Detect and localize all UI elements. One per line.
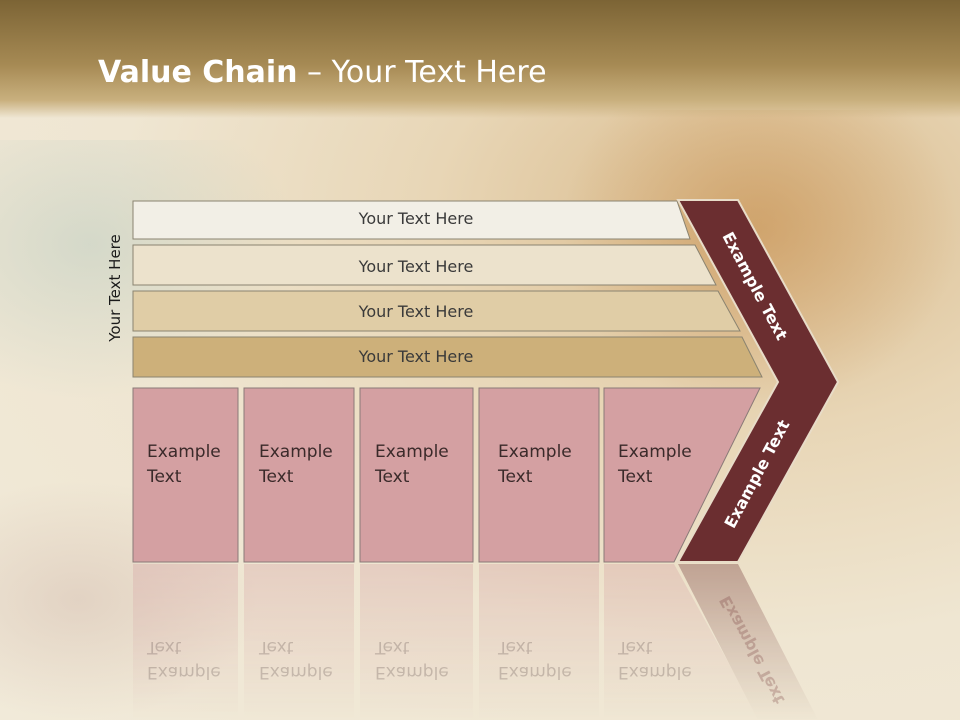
band-label-2: Your Text Here [358, 257, 474, 276]
column-reflection-1 [133, 564, 238, 720]
column-box-4 [478, 387, 600, 563]
chevron-arrow [676, 199, 840, 563]
column-reflection-label-5-line1: Example [618, 662, 692, 682]
column-reflection-label-1-line2: Text [147, 637, 182, 657]
column-label-5-line2: Text [618, 467, 653, 487]
title-bold: Value Chain [98, 55, 298, 90]
column-label-3-line1: Example [375, 442, 449, 462]
column-reflection-label-3-line1: Example [375, 662, 449, 682]
column-box-2 [243, 387, 355, 563]
column-label-4-line2: Text [498, 467, 533, 487]
column-reflection-label-1-line1: Example [147, 662, 221, 682]
page-title: Value Chain – Your Text Here [98, 55, 547, 90]
title-rest: – Your Text Here [297, 55, 547, 90]
band-3 [132, 290, 741, 332]
column-label-3-line2: Text [375, 467, 410, 487]
column-reflection-label-4-line1: Example [498, 662, 572, 682]
column-box-5 [603, 387, 761, 563]
column-reflection-label-3: Example Text [375, 634, 475, 684]
column-label-5-line1: Example [618, 442, 692, 462]
chevron-reflection [678, 564, 818, 720]
title-bar [0, 0, 960, 118]
column-reflection-label-5: Example Text [618, 634, 718, 684]
column-reflection-3 [360, 564, 473, 720]
column-reflection-label-4: Example Text [498, 634, 598, 684]
column-reflection-2 [244, 564, 354, 720]
column-reflection-4 [479, 564, 599, 720]
column-reflection-label-4-line2: Text [498, 637, 533, 657]
column-label-2-line2: Text [259, 467, 294, 487]
column-reflection-label-2: Example Text [259, 634, 359, 684]
column-reflection-label-3-line2: Text [375, 637, 410, 657]
column-reflection-5 [604, 564, 760, 720]
column-box-3 [359, 387, 474, 563]
band-label-1: Your Text Here [358, 209, 474, 228]
band-4 [132, 336, 763, 378]
column-reflection-label-1: Example Text [147, 634, 247, 684]
column-label-1-line2: Text [147, 467, 182, 487]
band-label-4: Your Text Here [358, 347, 474, 366]
reflection-group [133, 564, 818, 720]
column-label-1-line1: Example [147, 442, 221, 462]
column-reflection-label-2-line1: Example [259, 662, 333, 682]
column-label-2-line1: Example [259, 442, 333, 462]
column-box-1 [132, 387, 239, 563]
column-reflection-label-5-line2: Text [618, 637, 653, 657]
band-1 [132, 200, 691, 240]
band-label-3: Your Text Here [358, 302, 474, 321]
column-reflection-label-2-line2: Text [259, 637, 294, 657]
band-2 [132, 244, 717, 286]
column-label-4-line1: Example [498, 442, 572, 462]
